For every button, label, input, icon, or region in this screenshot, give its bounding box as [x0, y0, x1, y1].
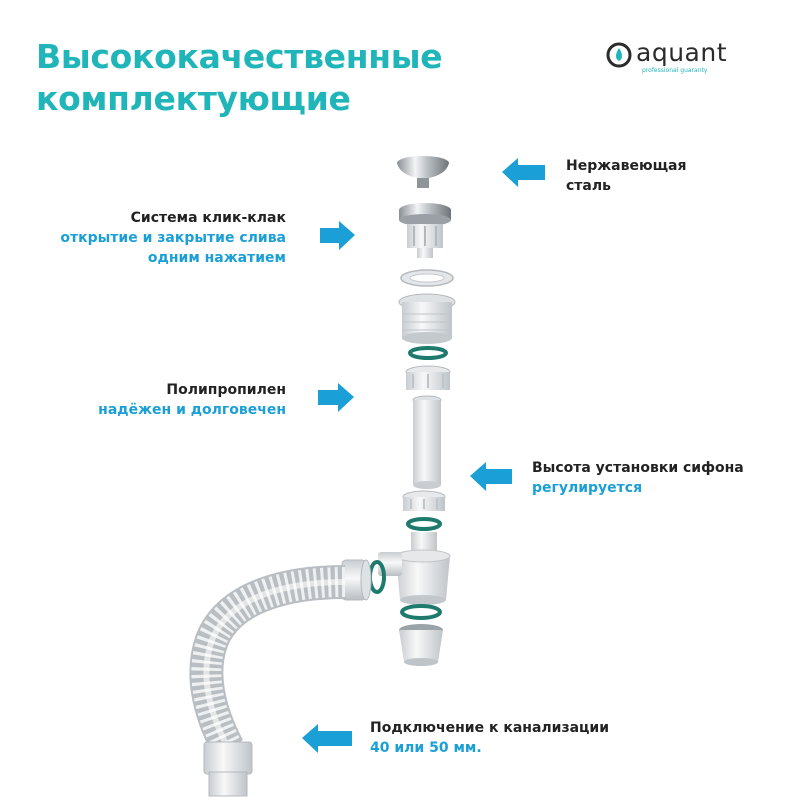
brand-logo: aquant professional guaranty [606, 36, 776, 82]
union-nut-top [405, 365, 451, 390]
arrow-height-icon [470, 462, 512, 491]
feature-height-sub: регулируется [532, 480, 643, 496]
aquant-drop-logo-icon [606, 42, 632, 68]
o-ring-side [368, 560, 386, 594]
union-nut-side [341, 559, 372, 601]
feature-height: Высота установки сифона регулируется [532, 458, 744, 498]
arrow-sewer-icon [302, 724, 352, 753]
feature-polypropylene: Полипропилен надёжен и долговечен [60, 380, 286, 420]
feature-click-clack-sub-1: открытие и закрытие слива [60, 230, 286, 246]
feature-click-clack-sub-2: одним нажатием [147, 250, 286, 266]
arrow-steel-icon [502, 158, 545, 187]
title-line-2: комплектующие [36, 79, 351, 118]
feature-polypropylene-title: Полипропилен [166, 382, 286, 398]
feature-sewer-sub: 40 или 50 мм. [370, 740, 482, 756]
bottle-trap-body [378, 532, 451, 605]
union-nut-middle [402, 490, 446, 511]
feature-steel-sub: сталь [566, 178, 611, 194]
arrow-polypropylene-icon [318, 383, 354, 412]
o-ring-middle [406, 517, 442, 531]
drain-sleeve [398, 293, 456, 344]
feature-sewer: Подключение к канализации 40 или 50 мм. [370, 718, 609, 758]
corrugated-hose [189, 565, 346, 797]
feature-polypropylene-sub: надёжен и долговечен [98, 402, 286, 418]
page-title: Высококачественные комплектующие [36, 36, 443, 120]
feature-click-clack-title: Система клик-клак [130, 210, 286, 226]
arrow-click-clack-icon [320, 221, 355, 250]
title-line-1: Высококачественные [36, 37, 443, 76]
bottle-trap-cup [399, 624, 443, 666]
o-ring-bottom [400, 604, 442, 620]
flat-gasket [400, 269, 454, 287]
feature-click-clack: Система клик-клак открытие и закрытие сл… [40, 208, 286, 268]
click-clack-plug [399, 203, 451, 258]
o-ring-top [408, 346, 448, 360]
feature-steel-title: Нержавеющая [566, 158, 687, 174]
logo-tagline: professional guaranty [642, 67, 708, 74]
feature-steel: Нержавеющая сталь [566, 156, 687, 196]
feature-sewer-title: Подключение к канализации [370, 720, 610, 736]
logo-name: aquant [636, 38, 728, 67]
steel-drain-cap [397, 156, 449, 188]
vertical-tube [412, 395, 442, 489]
feature-height-title: Высота установки сифона [532, 460, 744, 476]
